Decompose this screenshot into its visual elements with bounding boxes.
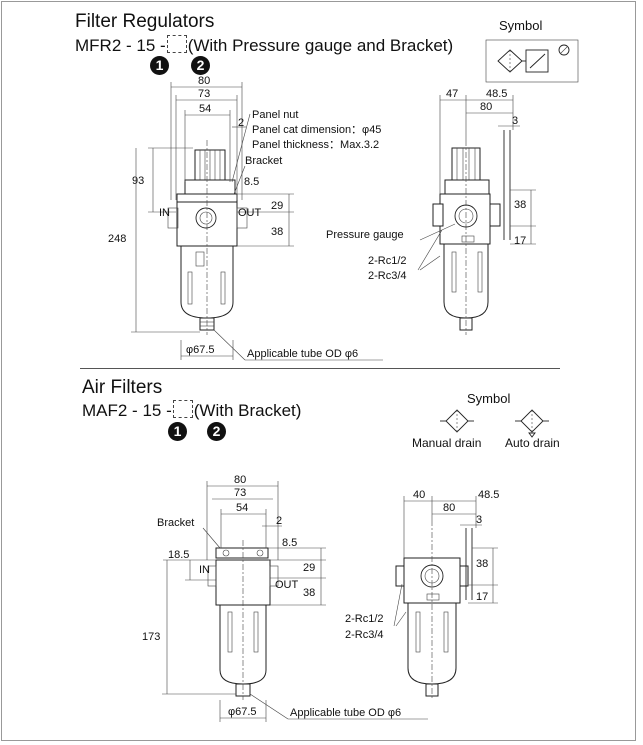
af-side-view bbox=[395, 520, 473, 700]
section1-symbol-label: Symbol bbox=[499, 18, 543, 33]
section2-model-prefix: MAF2 - 15 - bbox=[82, 401, 172, 420]
dim-17: 17 bbox=[514, 235, 526, 247]
dim-54: 54 bbox=[236, 502, 248, 514]
section1-model-prefix: MFR2 - 15 - bbox=[75, 36, 166, 55]
dim-80: 80 bbox=[234, 474, 246, 486]
dim-29: 29 bbox=[271, 200, 283, 212]
in-label: IN bbox=[159, 207, 170, 219]
af-front-dimensions: 80 73 54 2 Bracket 18.5 173 IN OUT 8.5 2… bbox=[142, 474, 428, 722]
dim-40: 40 bbox=[413, 489, 425, 501]
dim-48-5: 48.5 bbox=[478, 489, 499, 501]
dim-38: 38 bbox=[476, 558, 488, 570]
dim-93: 93 bbox=[132, 175, 144, 187]
fr-side-view bbox=[432, 130, 511, 335]
section1-title: Filter Regulators bbox=[75, 11, 215, 32]
filter-regulator-symbol bbox=[485, 39, 579, 83]
dim-29: 29 bbox=[303, 562, 315, 574]
section2-symbol-label: Symbol bbox=[467, 391, 511, 406]
dim-8-5: 8.5 bbox=[244, 176, 259, 188]
out-label: OUT bbox=[238, 207, 262, 219]
bracket-label: Bracket bbox=[157, 517, 194, 529]
section2-model-suffix: (With Bracket) bbox=[193, 401, 302, 420]
dim-173: 173 bbox=[142, 631, 160, 643]
dim-67-5: φ67.5 bbox=[228, 706, 257, 718]
option-box bbox=[166, 35, 187, 53]
dim-3: 3 bbox=[512, 115, 518, 127]
in-label: IN bbox=[199, 564, 210, 576]
dim-18-5: 18.5 bbox=[168, 549, 189, 561]
section-divider bbox=[80, 368, 560, 369]
option-box bbox=[172, 400, 193, 418]
dim-3: 3 bbox=[476, 514, 482, 526]
fr-side-dimensions: 47 48.5 80 3 38 17 Pressure gauge 2-Rc1/… bbox=[326, 88, 536, 282]
dim-80: 80 bbox=[480, 101, 492, 113]
out-label: OUT bbox=[275, 579, 299, 591]
dim-47: 47 bbox=[446, 88, 458, 100]
dim-54: 54 bbox=[199, 103, 211, 115]
badge-2: 2 bbox=[207, 422, 226, 441]
port-rc-1-2-label: 2-Rc1/2 bbox=[368, 255, 407, 267]
manual-drain-label: Manual drain bbox=[412, 436, 481, 450]
dim-67-5: φ67.5 bbox=[186, 344, 215, 356]
badge-2: 2 bbox=[191, 56, 210, 75]
fr-front-dimensions: 80 73 54 2 93 248 8.5 29 38 IN OUT P bbox=[108, 75, 383, 361]
fr-front-view bbox=[167, 140, 248, 335]
panel-cut-label: Panel cat dimension：φ45 bbox=[252, 124, 381, 136]
dim-38: 38 bbox=[271, 226, 283, 238]
section1-model: MFR2 - 15 - (With Pressure gauge and Brac… bbox=[75, 35, 453, 56]
dim-80: 80 bbox=[198, 75, 210, 87]
dim-38: 38 bbox=[514, 199, 526, 211]
panel-thickness-label: Panel thickness：Max.3.2 bbox=[252, 139, 379, 151]
tube-label: Applicable tube OD φ6 bbox=[247, 348, 358, 360]
dim-48-5: 48.5 bbox=[486, 88, 507, 100]
port-rc-3-4-label: 2-Rc3/4 bbox=[368, 270, 407, 282]
badge-1: 1 bbox=[150, 56, 169, 75]
auto-drain-label: Auto drain bbox=[505, 436, 560, 450]
dim-2: 2 bbox=[238, 117, 244, 129]
dim-73: 73 bbox=[234, 487, 246, 499]
pressure-gauge-label: Pressure gauge bbox=[326, 229, 404, 241]
section1-model-suffix: (With Pressure gauge and Bracket) bbox=[187, 36, 454, 55]
dim-38: 38 bbox=[303, 587, 315, 599]
dim-2: 2 bbox=[276, 515, 282, 527]
dim-248: 248 bbox=[108, 233, 126, 245]
auto-drain-symbol bbox=[515, 409, 549, 438]
dim-73: 73 bbox=[198, 88, 210, 100]
badge-1: 1 bbox=[168, 422, 187, 441]
af-side-dimensions: 40 48.5 80 3 38 17 2-Rc1/2 2-Rc3/4 bbox=[345, 489, 499, 641]
bracket-label: Bracket bbox=[245, 155, 282, 167]
port-rc-1-2-label: 2-Rc1/2 bbox=[345, 613, 384, 625]
tube-label: Applicable tube OD φ6 bbox=[290, 707, 401, 719]
section2-title: Air Filters bbox=[82, 377, 163, 398]
dim-8-5: 8.5 bbox=[282, 537, 297, 549]
section2-model: MAF2 - 15 - (With Bracket) bbox=[82, 400, 301, 421]
dim-17: 17 bbox=[476, 591, 488, 603]
manual-drain-symbol bbox=[440, 409, 474, 433]
port-rc-3-4-label: 2-Rc3/4 bbox=[345, 629, 384, 641]
panel-nut-label: Panel nut bbox=[252, 109, 298, 121]
dim-80: 80 bbox=[443, 502, 455, 514]
af-front-view bbox=[207, 540, 279, 700]
